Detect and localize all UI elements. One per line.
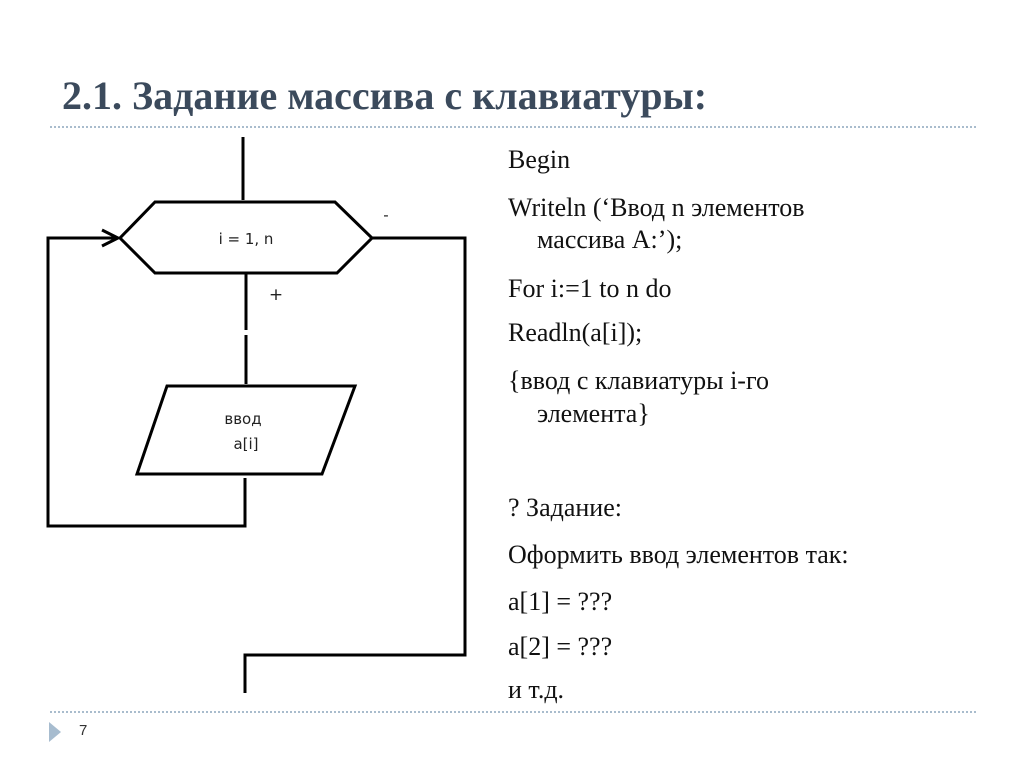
task-line: ? Задание: bbox=[508, 493, 622, 522]
loop-back-line bbox=[46, 236, 247, 528]
input-parallelogram bbox=[134, 384, 358, 476]
task-line: a[2] = ??? bbox=[508, 632, 613, 661]
minus-label: - bbox=[383, 206, 388, 224]
code-line: Begin bbox=[508, 145, 571, 174]
task-line: и т.д. bbox=[508, 675, 565, 704]
plus-label: + bbox=[269, 285, 283, 305]
task-line: Оформить ввод элементов так: bbox=[508, 540, 849, 569]
code-line: For i:=1 to n do bbox=[508, 274, 672, 303]
footer-triangle-icon bbox=[49, 722, 61, 742]
task-line: a[1] = ??? bbox=[508, 587, 613, 616]
loop-label: i = 1, n bbox=[219, 230, 274, 248]
code-line: Readln(a[i]); bbox=[508, 318, 643, 347]
code-line: массива A:’); bbox=[537, 225, 683, 254]
title-divider bbox=[50, 126, 976, 128]
slide-title: 2.1. Задание массива с клавиатуры: bbox=[62, 73, 708, 118]
page-number: 7 bbox=[79, 722, 88, 739]
footer-divider bbox=[50, 711, 976, 713]
input-label-2: a[i] bbox=[233, 435, 258, 453]
input-label-1: ввод bbox=[224, 410, 261, 428]
code-line: Writeln (‘Ввод n элементов bbox=[508, 193, 805, 222]
code-line: {ввод с клавиатуры i-го bbox=[508, 366, 769, 395]
code-line: элемента} bbox=[537, 399, 650, 428]
arrow-head-icon bbox=[101, 228, 122, 248]
loop-exit-line bbox=[243, 236, 467, 693]
